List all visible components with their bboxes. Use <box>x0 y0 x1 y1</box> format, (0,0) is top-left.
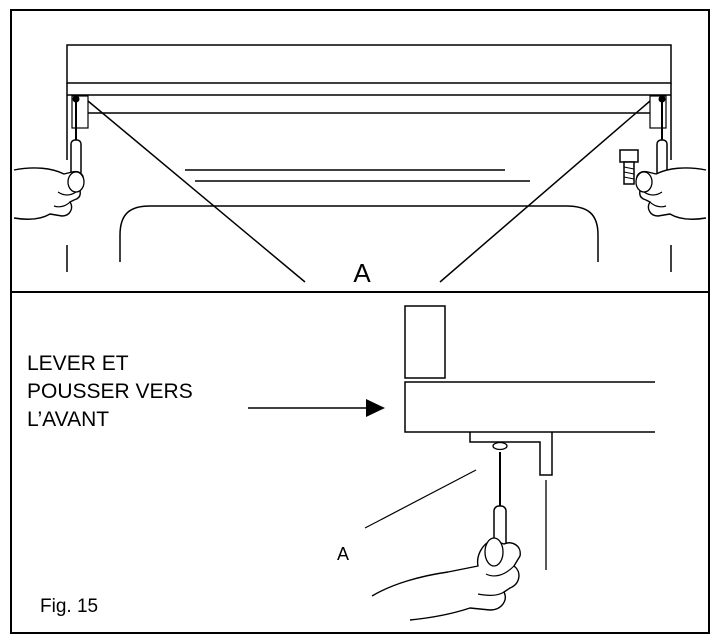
left-screw-icon <box>72 95 80 103</box>
right-hinge-bracket <box>649 95 667 129</box>
right-screw-icon <box>658 95 666 103</box>
hand-bottom-icon <box>371 537 521 621</box>
screwdriver-bottom-icon <box>493 452 507 549</box>
top-callout-a: A <box>353 258 371 288</box>
bottom-callout-a: A <box>337 544 349 564</box>
instruction-text: LEVER ET POUSSER VERS L’AVANT <box>27 352 199 431</box>
hand-right-icon <box>635 167 707 220</box>
bottom-panel: LEVER ET POUSSER VERS L’AVANT A Fig. 15 <box>27 305 655 621</box>
instruction-line-3: L’AVANT <box>27 408 109 431</box>
instruction-line-1: LEVER ET <box>27 352 129 375</box>
beam-screw-icon <box>492 441 508 451</box>
leader-line-bottom <box>364 469 477 529</box>
left-hinge-bracket <box>71 95 89 129</box>
leader-line-right <box>439 100 651 283</box>
hand-left-icon <box>13 167 85 220</box>
cabinet-top-bar <box>66 44 672 84</box>
arch-opening <box>119 205 599 262</box>
under-bracket <box>469 432 553 476</box>
figure-label: Fig. 15 <box>40 596 98 617</box>
outer-frame <box>10 9 710 634</box>
leader-line-left <box>87 100 306 283</box>
upright-block <box>404 305 446 379</box>
push-arrow-head-icon <box>366 399 385 417</box>
top-panel: A <box>13 44 707 288</box>
screw-detail-icon <box>619 149 639 185</box>
front-beam <box>404 381 655 433</box>
instruction-line-2: POUSSER VERS <box>27 380 193 403</box>
